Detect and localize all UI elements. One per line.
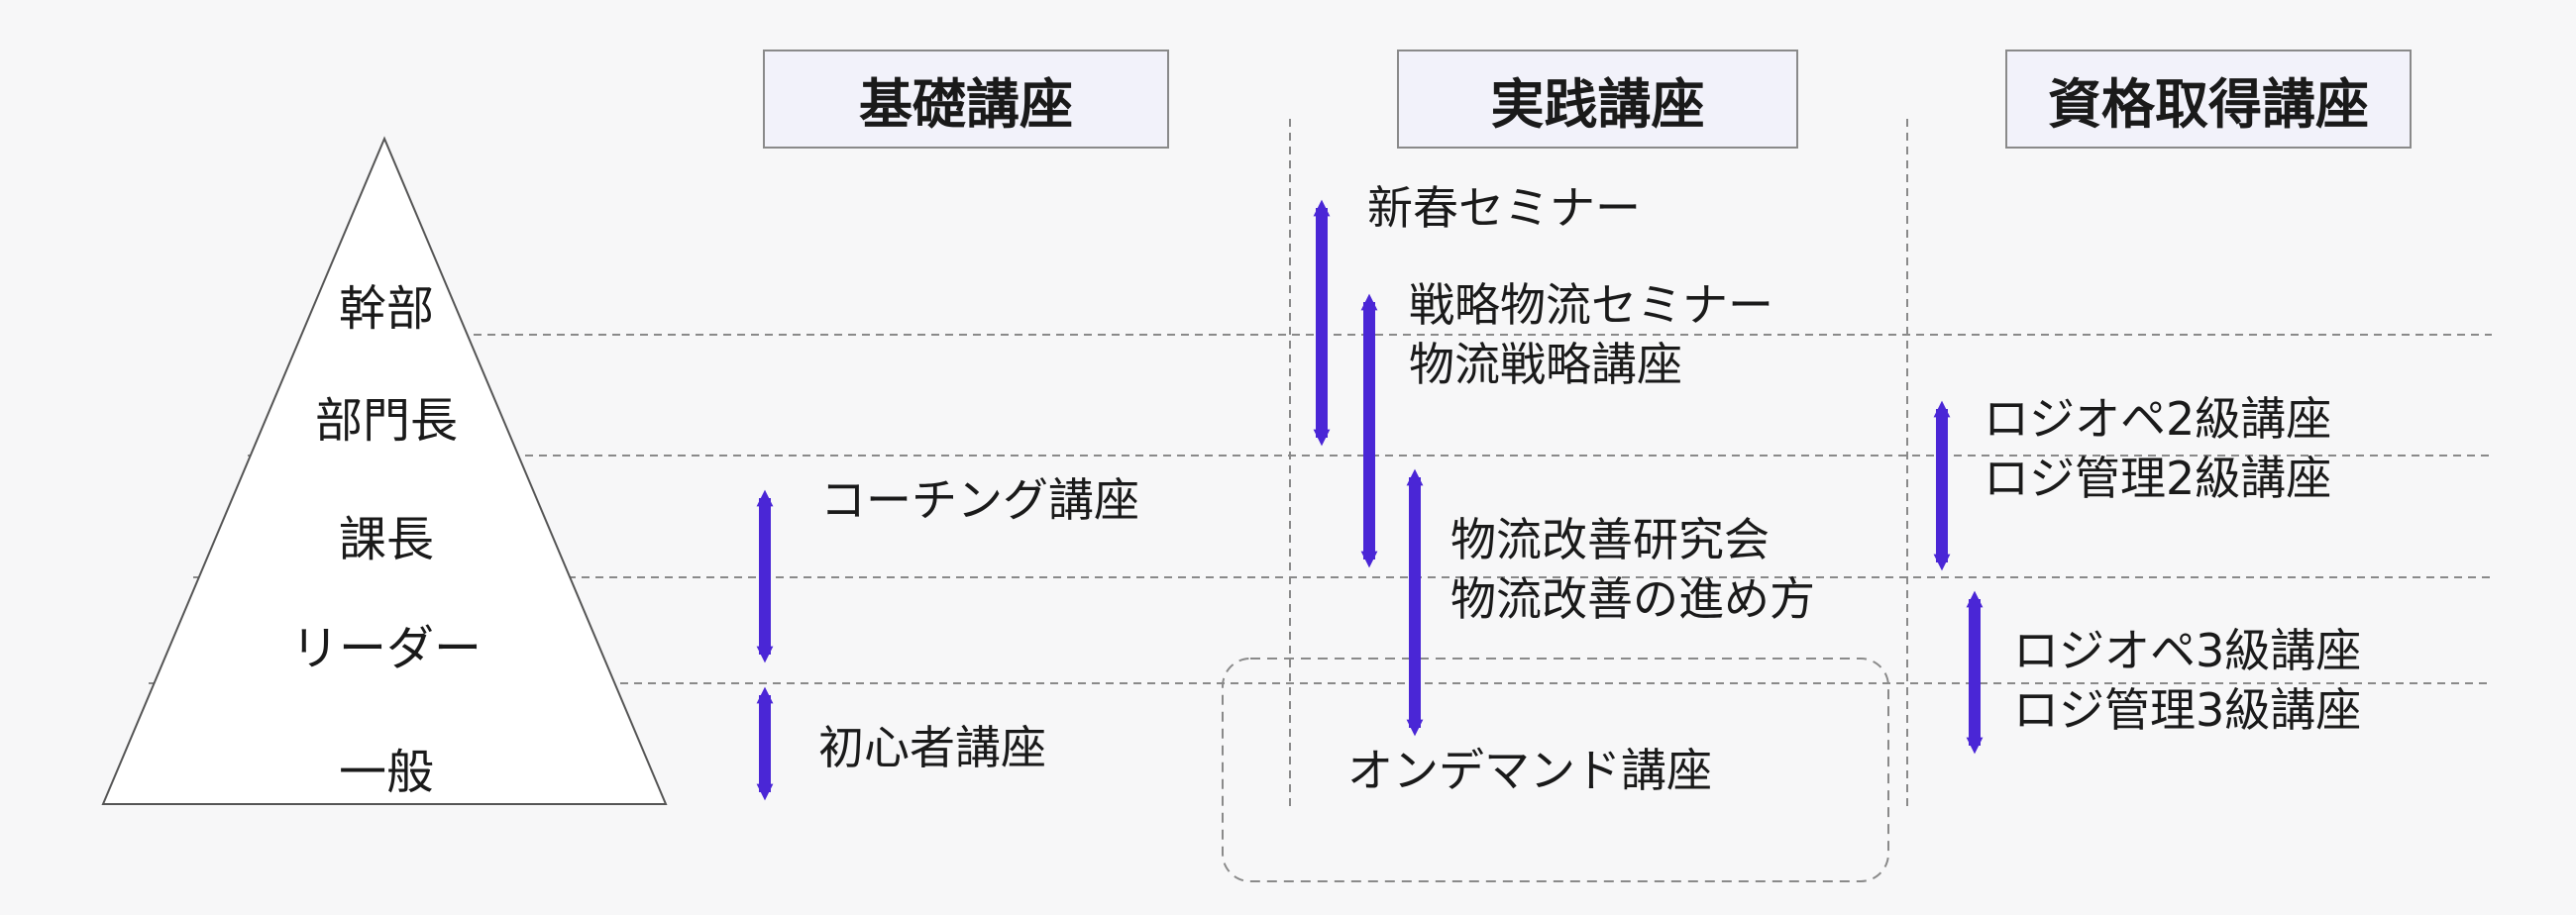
level-department-head: 部門長 [314, 393, 458, 449]
header-basic-courses: 基礎講座 [763, 50, 1169, 149]
column-separators [1289, 119, 1908, 812]
header-practical-courses: 実践講座 [1397, 50, 1798, 149]
course-arrows [756, 199, 1984, 801]
level-section-chief: 課長 [338, 512, 434, 567]
course-logi-ops-level3: ロジオペ3級講座 [2013, 624, 2362, 677]
on-demand-box [1222, 658, 1889, 882]
level-executive: 幹部 [338, 281, 434, 337]
course-logi-mgmt-level3: ロジ管理3級講座 [2013, 683, 2362, 737]
course-logi-ops-level2: ロジオペ2級講座 [1984, 392, 2332, 446]
level-general: 一般 [338, 745, 434, 800]
course-beginner: 初心者講座 [818, 721, 1046, 774]
hierarchy-pyramid [101, 136, 668, 805]
header-certification-courses: 資格取得講座 [2005, 50, 2412, 149]
level-leader: リーダー [290, 621, 482, 676]
course-kaizen-study: 物流改善研究会 [1450, 513, 1770, 566]
course-strategy-lecture: 物流戦略講座 [1409, 338, 1682, 391]
course-coaching: コーチング講座 [820, 473, 1139, 527]
course-on-demand: オンデマンド講座 [1347, 744, 1712, 797]
course-kaizen-method: 物流改善の進め方 [1450, 572, 1815, 626]
course-strategy-seminar: 戦略物流セミナー [1409, 278, 1773, 332]
course-logi-mgmt-level2: ロジ管理2級講座 [1984, 452, 2332, 505]
course-new-year-seminar: 新春セミナー [1367, 181, 1641, 235]
